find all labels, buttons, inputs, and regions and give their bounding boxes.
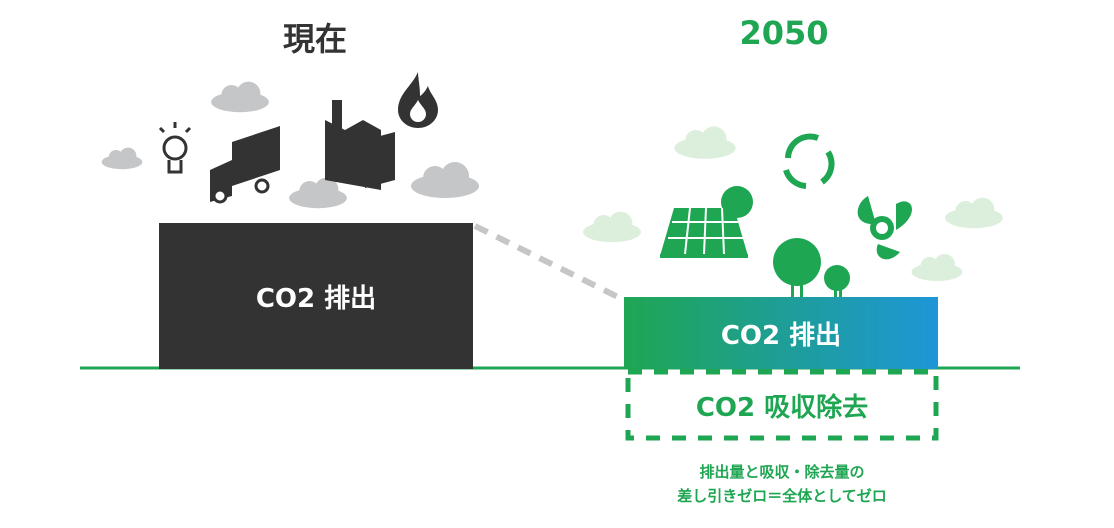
present-title: 現在 <box>282 20 347 58</box>
future-title: 2050 <box>739 14 829 52</box>
tree-icon <box>773 238 850 298</box>
note-line-1: 排出量と吸収・除去量の <box>699 463 865 481</box>
fire-icon <box>398 72 438 128</box>
future-emission-label: CO2 排出 <box>720 320 842 351</box>
present-emission-label: CO2 排出 <box>255 283 377 314</box>
present-emission-bar <box>159 223 473 369</box>
future-emission-bar <box>624 297 938 369</box>
note-line-2: 差し引きゼロ＝全体としてゼロ <box>677 487 887 505</box>
truck-icon <box>210 126 280 204</box>
reduction-connector <box>473 223 620 300</box>
solar-panel-icon <box>660 186 753 258</box>
recycle-icon <box>783 133 835 189</box>
wind-turbine-icon <box>857 196 912 260</box>
light-bulb-icon <box>158 122 192 174</box>
net-zero-note: 排出量と吸収・除去量の 差し引きゼロ＝全体としてゼロ <box>600 460 964 508</box>
factory-icon <box>325 100 395 190</box>
removal-label: CO2 吸収除去 <box>695 392 869 423</box>
removal-dashed-box <box>625 369 939 441</box>
